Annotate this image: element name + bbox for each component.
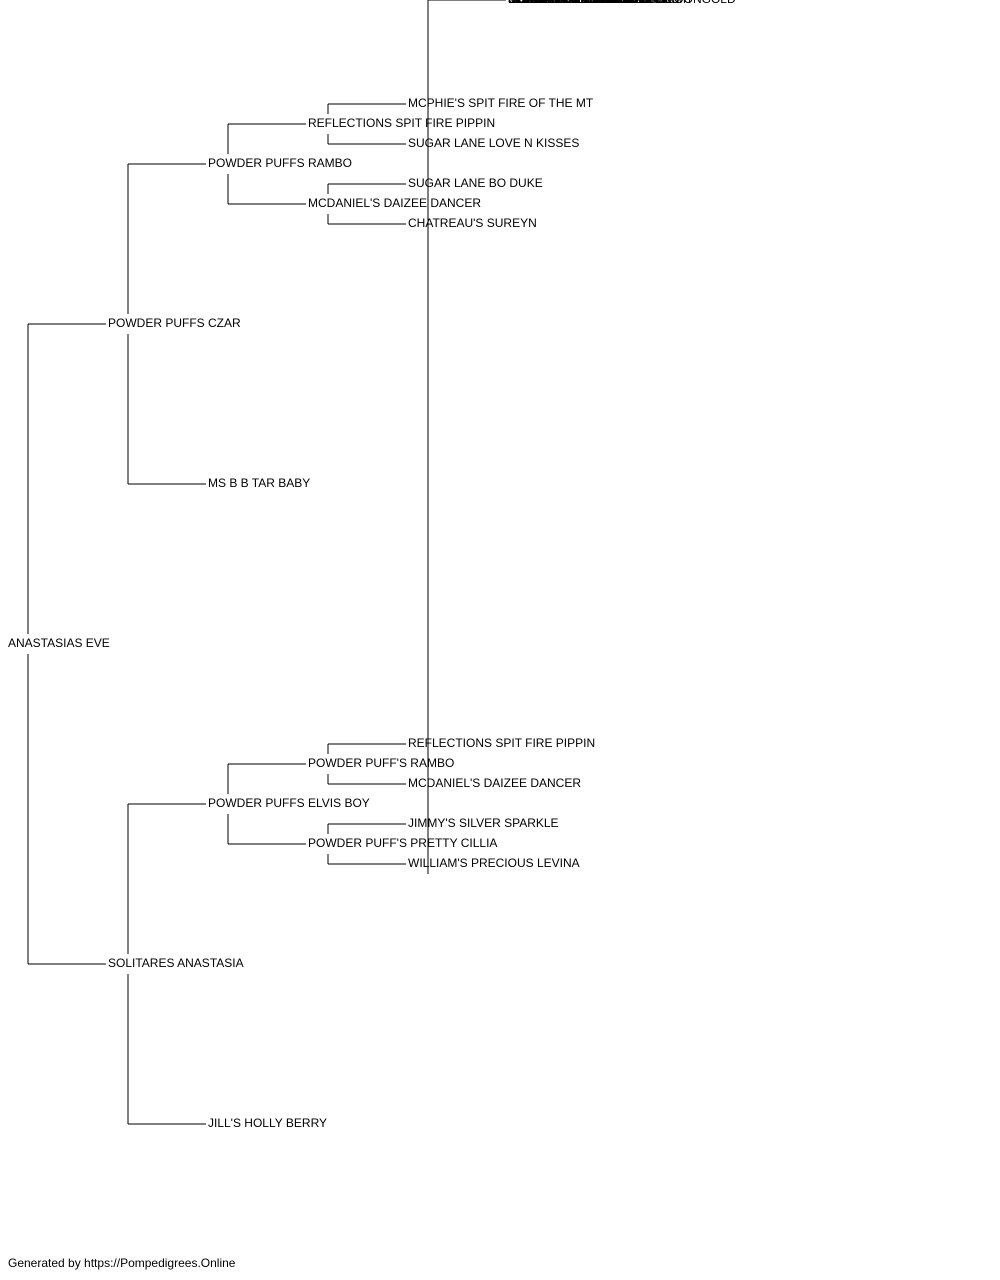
pedigree-node: MCPHIES' SUNSHINE FERN — [508, 0, 666, 6]
pedigree-node: MS B B TAR BABY — [208, 476, 310, 490]
pedigree-node: SUGAR LANE LOVE N KISSES — [408, 136, 579, 150]
pedigree-node: JILL'S HOLLY BERRY — [208, 1116, 327, 1130]
pedigree-node: SUGAR LANE SUNSHINE — [508, 0, 651, 6]
pedigree-tree: ANASTASIAS EVE POWDER PUFFS CZAR POWDER PU… — [8, 0, 736, 1130]
pedigree-node: HUFFMAN'S LEVINA — [508, 0, 623, 6]
pedigree-node: POWDER PUFFS RAMBO — [208, 156, 352, 170]
pedigree-node: JIMMY'S SILVER SPARKLE — [408, 816, 559, 830]
footer-credit: Generated by https://Pompedigrees.Online — [8, 1256, 236, 1270]
pedigree-node: ANASTASIAS EVE — [8, 636, 110, 650]
pedigree-node: MCPHIE'S SPIT FIRE OF THE MT — [408, 96, 594, 110]
pedigree-node: POWDER PUFF'S RAMBO — [308, 756, 454, 770]
pedigree-node: CHATREAU'S SUREYN — [408, 216, 537, 230]
pedigree-node: SUGAR LANE BO DUKE — [408, 176, 543, 190]
pedigree-node: ROSEWOOD'S WEE MAJIC MOONGOLD — [508, 0, 736, 6]
pedigree-node: POWDER PUFFS ELVIS BOY — [208, 796, 370, 810]
pedigree-node: LIL BABE — [508, 0, 560, 6]
pedigree-node: SUGAR LANE LOVE N KISSES — [508, 0, 679, 6]
pedigree-node: SUN RAY'S FIRE CHIEF — [508, 0, 641, 6]
pedigree-node: CHATREAU'S SUREYN — [508, 0, 637, 6]
pedigree-node: POWDER PUFFS CZAR — [108, 316, 241, 330]
pedigree-node: MCDANIEL'S DAIZEE DANCER — [308, 196, 481, 210]
pedigree-node: MOJAC'S DANCING PUPPET — [508, 0, 671, 6]
pedigree-node: MCDANIEL'S DAIZEE DANCER — [408, 776, 581, 790]
pedigree-node: SUGAR LANE BO DUKE — [508, 0, 643, 6]
pedigree-node: MCPHIE'S SPIT FIRE OF THE MT — [508, 0, 694, 6]
pedigree-node: REFLECTIONS SPIT FIRE PIPPIN — [408, 736, 595, 750]
pedigree-node: SOLITARES ANASTASIA — [108, 956, 244, 970]
pedigree-node: REFLECTIONS SPIT FIRE PIPPIN — [308, 116, 495, 130]
pedigree-node: WILLIAM'S PRECIOUS LEVINA — [408, 856, 580, 870]
pedigree-node: SUGAR LANE BLOSSOM — [508, 0, 648, 6]
pedigree-node: FLUFF FEE FOPPER — [508, 0, 625, 6]
pedigree-node: SUGAR LANE ROCKET CHIP — [508, 0, 670, 6]
pedigree-node: MERCER'S LIL DUKE — [508, 0, 627, 6]
pedigree-node: POWDER PUFF'S PRETTY CILLIA — [308, 836, 497, 850]
